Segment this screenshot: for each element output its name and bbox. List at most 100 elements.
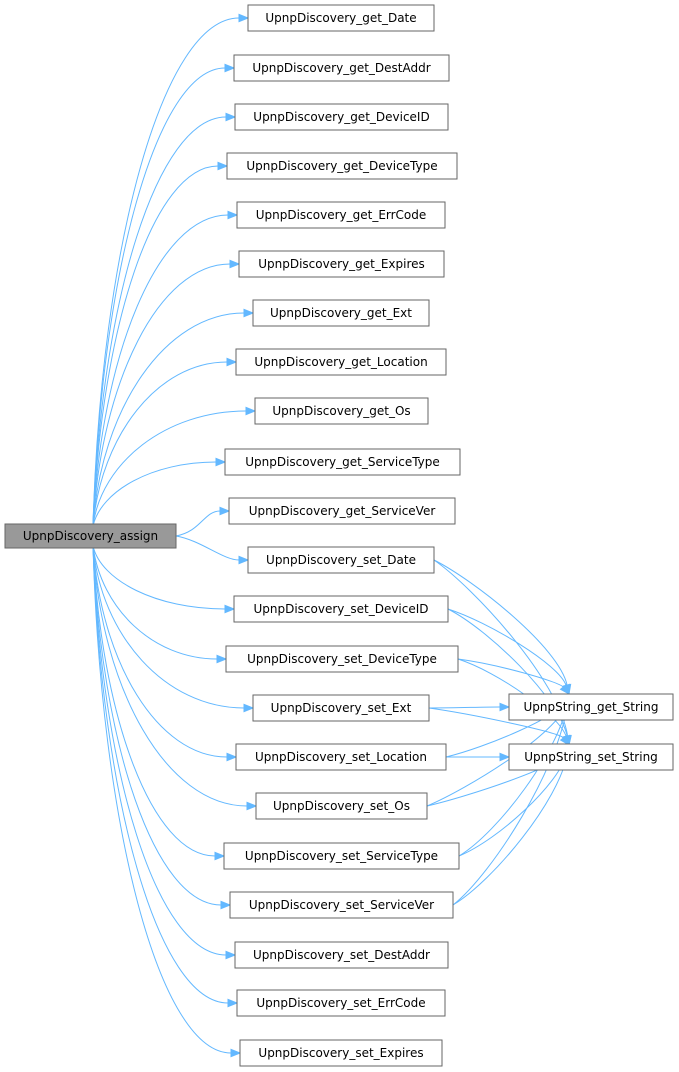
node-label: UpnpDiscovery_get_DestAddr: [252, 61, 430, 75]
node-set-servicetype[interactable]: UpnpDiscovery_set_ServiceType: [223, 842, 460, 870]
edge-line: [92, 461, 217, 527]
arrow-head: [559, 734, 570, 747]
node-get-servicetype[interactable]: UpnpDiscovery_get_ServiceType: [224, 448, 461, 476]
node-set-date[interactable]: UpnpDiscovery_set_Date: [247, 546, 435, 574]
edge-line: [452, 702, 569, 906]
node-label: UpnpString_get_String: [524, 700, 659, 714]
node-label: UpnpDiscovery_get_ErrCode: [256, 208, 427, 222]
arrow-head: [245, 406, 257, 416]
node-box: [223, 842, 460, 870]
node-set-servicever[interactable]: UpnpDiscovery_set_ServiceVer: [229, 891, 454, 919]
node-box: [225, 645, 459, 673]
arrow-head: [220, 900, 232, 910]
edge-assign-to-get-os: [92, 406, 257, 527]
node-label: UpnpDiscovery_set_Date: [266, 553, 416, 567]
arrow-head: [229, 259, 241, 269]
node-set-deviceid[interactable]: UpnpDiscovery_set_DeviceID: [233, 595, 449, 623]
edge-assign-to-set-os: [92, 545, 258, 811]
node-get-location[interactable]: UpnpDiscovery_get_Location: [235, 348, 447, 376]
edge-line: [92, 545, 229, 1004]
edge-line: [92, 67, 226, 527]
node-label: UpnpDiscovery_get_Ext: [270, 306, 412, 320]
node-get-os[interactable]: UpnpDiscovery_get_Os: [254, 397, 429, 425]
node-get-errcode[interactable]: UpnpDiscovery_get_ErrCode: [236, 201, 446, 229]
edge-line: [92, 545, 248, 807]
node-get-expires[interactable]: UpnpDiscovery_get_Expires: [238, 250, 445, 278]
edge-assign-to-set-expires: [92, 545, 242, 1058]
node-label: UpnpDiscovery_set_Location: [255, 750, 427, 764]
node-set-devicetype[interactable]: UpnpDiscovery_set_DeviceType: [225, 645, 459, 673]
edge-line: [92, 361, 228, 527]
node-get-deviceid[interactable]: UpnpDiscovery_get_DeviceID: [234, 103, 449, 131]
edge-set-ext-to-str-set: [428, 707, 570, 747]
node-set-errcode[interactable]: UpnpDiscovery_set_ErrCode: [236, 989, 446, 1017]
arrow-head: [219, 506, 231, 516]
edge-set-ext-to-str-get: [428, 702, 511, 712]
node-label: UpnpDiscovery_get_ServiceType: [245, 455, 440, 469]
node-get-devicetype[interactable]: UpnpDiscovery_get_DeviceType: [226, 152, 458, 180]
node-str-get[interactable]: UpnpString_get_String: [508, 693, 674, 721]
node-label: UpnpDiscovery_set_ServiceType: [245, 849, 438, 863]
edge-set-servicever-to-str-get: [452, 692, 573, 906]
arrow-head: [238, 555, 250, 565]
edge-line: [92, 410, 247, 527]
node-box: [235, 348, 447, 376]
edge-line: [433, 559, 568, 686]
node-label: UpnpDiscovery_get_DeviceType: [246, 159, 437, 173]
node-set-ext[interactable]: UpnpDiscovery_set_Ext: [252, 694, 430, 722]
arrow-head: [246, 801, 258, 811]
node-box: [229, 891, 454, 919]
arrow-head: [243, 308, 255, 318]
edge-line: [92, 17, 240, 527]
node-box: [233, 595, 449, 623]
node-get-ext[interactable]: UpnpDiscovery_get_Ext: [252, 299, 430, 327]
node-label: UpnpDiscovery_assign: [23, 529, 158, 543]
node-box: [236, 989, 446, 1017]
arrow-head: [226, 752, 238, 762]
node-assign[interactable]: UpnpDiscovery_assign: [4, 523, 177, 549]
node-box: [252, 694, 430, 722]
edge-assign-to-get-devicetype: [92, 161, 229, 527]
edge-line: [175, 535, 240, 561]
arrow-head: [216, 654, 228, 664]
node-set-location[interactable]: UpnpDiscovery_set_Location: [235, 743, 447, 771]
edge-set-location-to-str-set: [446, 752, 511, 762]
edge-line: [452, 753, 568, 906]
node-get-servicever[interactable]: UpnpDiscovery_get_ServiceVer: [228, 497, 456, 525]
edge-assign-to-get-deviceid: [92, 112, 237, 527]
node-box: [234, 103, 449, 131]
arrow-head: [243, 703, 255, 713]
edge-line: [92, 545, 222, 906]
node-set-expires[interactable]: UpnpDiscovery_set_Expires: [239, 1039, 443, 1067]
node-get-date[interactable]: UpnpDiscovery_get_Date: [247, 4, 435, 32]
node-box: [233, 54, 450, 82]
node-box: [239, 1039, 443, 1067]
node-set-os[interactable]: UpnpDiscovery_set_Os: [255, 792, 428, 820]
node-label: UpnpDiscovery_set_ErrCode: [256, 996, 425, 1010]
edge-assign-to-set-deviceid: [92, 545, 236, 614]
node-box: [228, 497, 456, 525]
node-get-destaddr[interactable]: UpnpDiscovery_get_DestAddr: [233, 54, 450, 82]
node-box: [235, 743, 447, 771]
arrow-head: [499, 702, 511, 712]
node-set-destaddr[interactable]: UpnpDiscovery_set_DestAddr: [234, 941, 449, 969]
edge-line: [175, 510, 221, 537]
node-str-set[interactable]: UpnpString_set_String: [508, 743, 674, 771]
edge-line: [92, 545, 227, 956]
edge-assign-to-get-servicever: [175, 506, 231, 537]
node-label: UpnpDiscovery_set_ServiceVer: [249, 898, 434, 912]
edge-line: [457, 658, 564, 688]
node-label: UpnpDiscovery_get_Expires: [258, 257, 425, 271]
node-label: UpnpDiscovery_set_Os: [273, 799, 410, 813]
edge-line: [92, 312, 245, 527]
arrow-head: [559, 683, 570, 696]
edge-assign-to-get-servicetype: [92, 457, 227, 527]
edge-assign-to-get-destaddr: [92, 63, 236, 527]
node-label: UpnpDiscovery_get_Os: [272, 404, 410, 418]
call-nodes: UpnpDiscovery_assign UpnpDiscovery_get_Da…: [4, 4, 674, 1067]
node-box: [224, 448, 461, 476]
edge-line: [447, 608, 568, 737]
node-box: [234, 941, 449, 969]
node-box: [508, 693, 674, 721]
node-box: [4, 523, 177, 549]
